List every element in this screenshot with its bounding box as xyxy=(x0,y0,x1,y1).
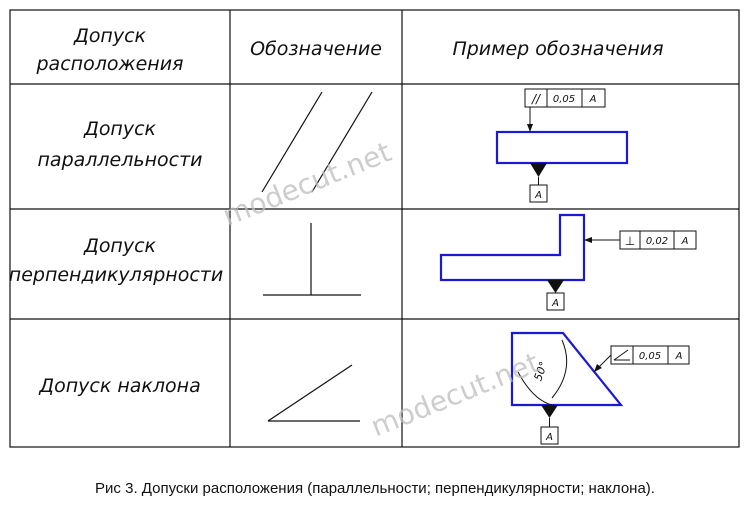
figure-caption: Рис 3. Допуски расположения (параллельно… xyxy=(95,480,655,497)
table-border xyxy=(9,9,740,448)
row2-frame-symbol: ⊥ xyxy=(625,234,635,248)
header-col3: Пример обозначения xyxy=(452,38,663,60)
watermark-1: modecut.net xyxy=(218,135,396,232)
header-col2: Обозначение xyxy=(250,38,382,60)
row1-datum-letter: A xyxy=(534,190,542,201)
row1-frame-symbol: // xyxy=(531,92,542,106)
angularity-symbol xyxy=(267,364,360,422)
table-grid xyxy=(9,9,740,448)
row3-leader-arrow xyxy=(594,364,602,372)
row1-frame-datum: A xyxy=(589,94,597,105)
row2-tolerance-frame xyxy=(619,230,697,250)
header-col1-line1: Допуск xyxy=(73,25,147,47)
row1-tolerance-frame xyxy=(524,88,606,108)
row2-frame-datum: A xyxy=(681,236,689,247)
row2-datum-letter: A xyxy=(551,298,559,309)
row3-angle-arc xyxy=(517,371,553,406)
watermark-2: modecut.net xyxy=(366,346,544,443)
row2-name-line1: Допуск xyxy=(83,235,157,257)
row2-example: ⊥ 0,02 A A xyxy=(439,213,697,311)
row1-leader-arrow xyxy=(527,124,533,132)
header-col1-line2: расположения xyxy=(36,53,184,75)
row3-frame-value: 0,05 xyxy=(639,351,661,362)
row1-name-line1: Допуск xyxy=(83,118,157,140)
row1-datum-box xyxy=(529,184,548,203)
row1-frame-value: 0,05 xyxy=(553,94,575,105)
row3-name: Допуск наклона xyxy=(38,375,200,397)
row1-name-line2: параллельности xyxy=(38,149,203,171)
row2-datum-triangle xyxy=(547,280,564,293)
row3-datum-triangle xyxy=(541,405,558,418)
row2-leader-arrow xyxy=(584,237,592,243)
row1-part-outline xyxy=(495,130,629,165)
row3-datum-letter: A xyxy=(545,432,553,443)
row2-datum-box xyxy=(546,292,565,311)
row2-part-outline xyxy=(439,213,586,282)
perpendicularity-symbol xyxy=(263,223,361,296)
row3-frame-symbol-icon xyxy=(613,349,630,361)
row1-datum-triangle xyxy=(530,163,547,177)
row3-datum-box xyxy=(540,426,559,445)
row1-example: // 0,05 A A xyxy=(495,88,629,203)
row3-angle-arc-2 xyxy=(551,339,568,399)
row3-frame-datum: A xyxy=(675,351,683,362)
row3-part-outline xyxy=(510,331,624,407)
row3-angle-label: 50° xyxy=(532,360,551,383)
row2-frame-value: 0,02 xyxy=(646,236,668,247)
row3-example: 50° 0,05 A A xyxy=(510,331,690,445)
row2-name-line2: перпендикулярности xyxy=(9,264,223,286)
parallelism-symbol xyxy=(261,91,373,193)
row3-tolerance-frame xyxy=(610,345,690,365)
